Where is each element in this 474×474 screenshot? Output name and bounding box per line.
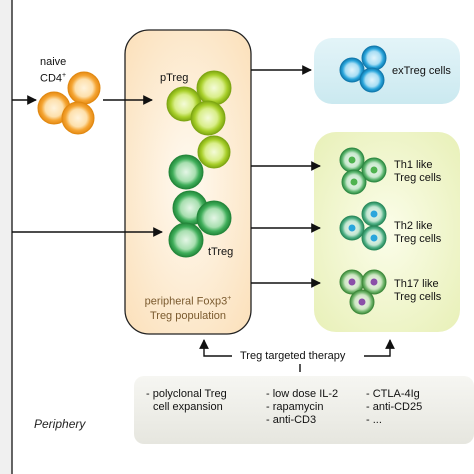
naive-cd4-cell-cluster (37, 71, 101, 135)
therapy-item: - anti-CD3 (266, 414, 317, 426)
th17-label-line1: Th17 like (394, 278, 439, 290)
naive-cell-3 (61, 101, 95, 135)
population-label: peripheral Foxp3+ Treg population (118, 292, 258, 323)
th17-dot-3 (358, 298, 366, 306)
extreg-box (314, 38, 460, 104)
th2-label-line1: Th2 like (394, 220, 433, 232)
th2-label-line2: Treg cells (394, 233, 442, 245)
therapy-item: - rapamycin (266, 401, 324, 413)
ttreg-cell-3 (196, 200, 232, 236)
population-label-text1: peripheral Foxp3 (144, 295, 228, 308)
therapy-col-2: - low dose IL-2 - rapamycin - anti-CD3 (266, 388, 338, 427)
extreg-cell-1 (339, 57, 365, 83)
th1-label-line1: Th1 like (394, 159, 433, 171)
th1-dot-1 (348, 156, 356, 164)
naive-label-sup: + (62, 72, 67, 79)
therapy-title: Treg targeted therapy (240, 350, 346, 362)
left-region (0, 0, 12, 474)
therapy-label-bg (232, 348, 364, 364)
naive-label-line1: naive (40, 56, 67, 68)
therapy-item: - CTLA-4Ig (366, 388, 420, 400)
therapy-item: cell expansion (153, 401, 223, 413)
population-label-sup: + (227, 295, 232, 302)
th17-like-cell-cluster (339, 269, 387, 315)
therapy-col-1: - polyclonal Treg cell expansion (146, 388, 227, 414)
therapy-item: - low dose IL-2 (266, 388, 339, 400)
ptreg-cell-4 (197, 135, 231, 169)
therapy-item: - polyclonal Treg (146, 388, 227, 400)
ptreg-cell-cluster (166, 70, 232, 169)
periphery-label: Periphery (34, 417, 86, 431)
th2-dot-3 (370, 234, 378, 242)
extreg-label: exTreg cells (392, 65, 451, 77)
therapy-col-3: - CTLA-4Ig - anti-CD25 - ... (366, 388, 422, 427)
th1-like-cell-cluster (339, 147, 387, 195)
ttreg-cell-cluster (168, 154, 232, 258)
therapy-box (134, 376, 474, 444)
extreg-cell-cluster (339, 45, 387, 93)
ptreg-label: pTreg (160, 72, 189, 84)
naive-label-line2: CD4+ (40, 69, 66, 86)
ttreg-cell-1 (168, 154, 204, 190)
extreg-cell-2 (361, 45, 387, 71)
ptreg-cell-2 (196, 70, 232, 106)
th1-dot-2 (350, 178, 358, 186)
th1-dot-3 (370, 166, 378, 174)
naive-label-cd4: CD4 (40, 72, 63, 85)
th2-like-cell-cluster (339, 201, 387, 251)
population-label-line1: peripheral Foxp3+ (118, 292, 258, 309)
ptreg-cell-3 (190, 100, 226, 136)
extreg-cell-3 (359, 67, 385, 93)
th17-label-line2: Treg cells (394, 291, 442, 303)
naive-cell-2 (67, 71, 101, 105)
population-label-line2: Treg population (149, 309, 227, 322)
th2-dot-2 (370, 210, 378, 218)
th17-dot-1 (348, 278, 356, 286)
th17-dot-2 (370, 278, 378, 286)
ttreg-label: tTreg (208, 246, 234, 258)
th2-dot-1 (348, 224, 356, 232)
therapy-item: - anti-CD25 (366, 401, 423, 413)
th1-label-line2: Treg cells (394, 172, 442, 184)
ttreg-cell-4 (168, 222, 204, 258)
therapy-item: - ... (366, 414, 382, 426)
